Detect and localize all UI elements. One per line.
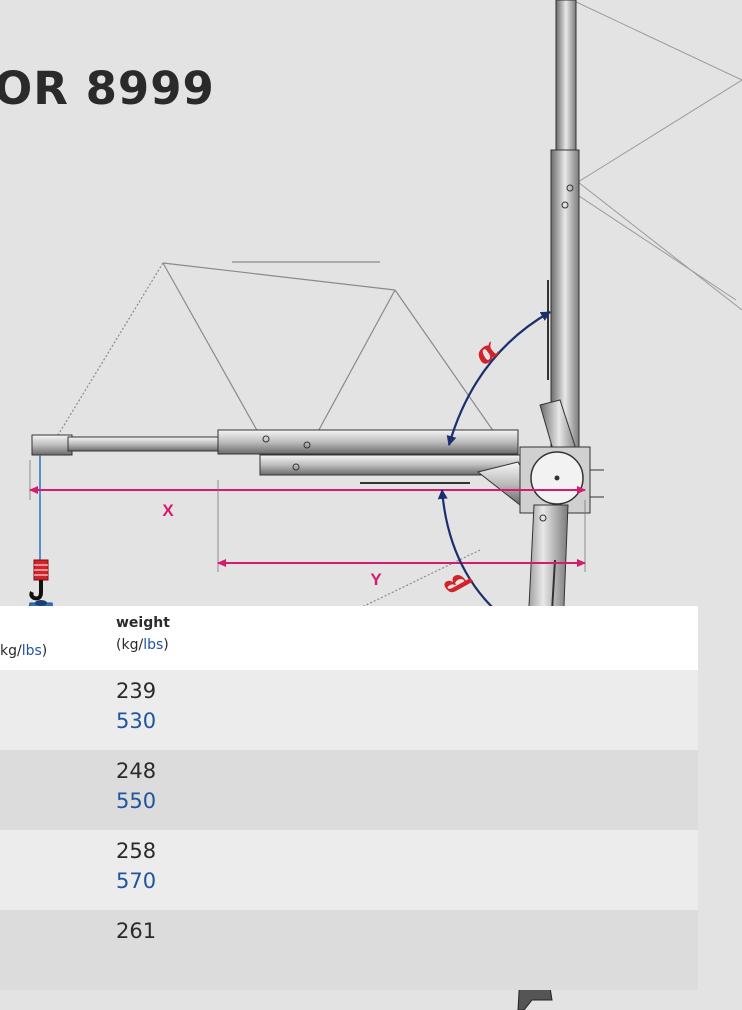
weight-column-header: weight (kg/lbs) (116, 615, 170, 653)
table-row: 248 550 (0, 750, 698, 830)
table-row: 258 570 (0, 830, 698, 910)
page-title: OR 8999 (0, 62, 215, 115)
table-row: 261 (0, 910, 698, 990)
horizontal-jib (31, 429, 523, 484)
weight-cell: 261 (116, 919, 157, 943)
upper-truss (569, 0, 742, 311)
jib-truss (54, 261, 511, 456)
dimension-y-label: Y (370, 570, 382, 589)
weight-cell: 258 570 (116, 839, 157, 893)
table-header: kg/lbs) weight (kg/lbs) (0, 606, 698, 670)
angle-beta-label: β (440, 567, 475, 600)
weight-cell: 239 530 (116, 679, 157, 733)
dimension-x-label: X (162, 501, 174, 520)
weight-cell: 248 550 (116, 759, 157, 813)
left-column-header-unit: kg/lbs) (0, 643, 48, 659)
angle-alpha-label: α (467, 332, 505, 371)
angle-alpha: α (446, 311, 551, 446)
upper-mast (547, 0, 580, 451)
table-row: 239 530 (0, 670, 698, 750)
spec-table: kg/lbs) weight (kg/lbs) 239 530 248 550 … (0, 606, 698, 990)
